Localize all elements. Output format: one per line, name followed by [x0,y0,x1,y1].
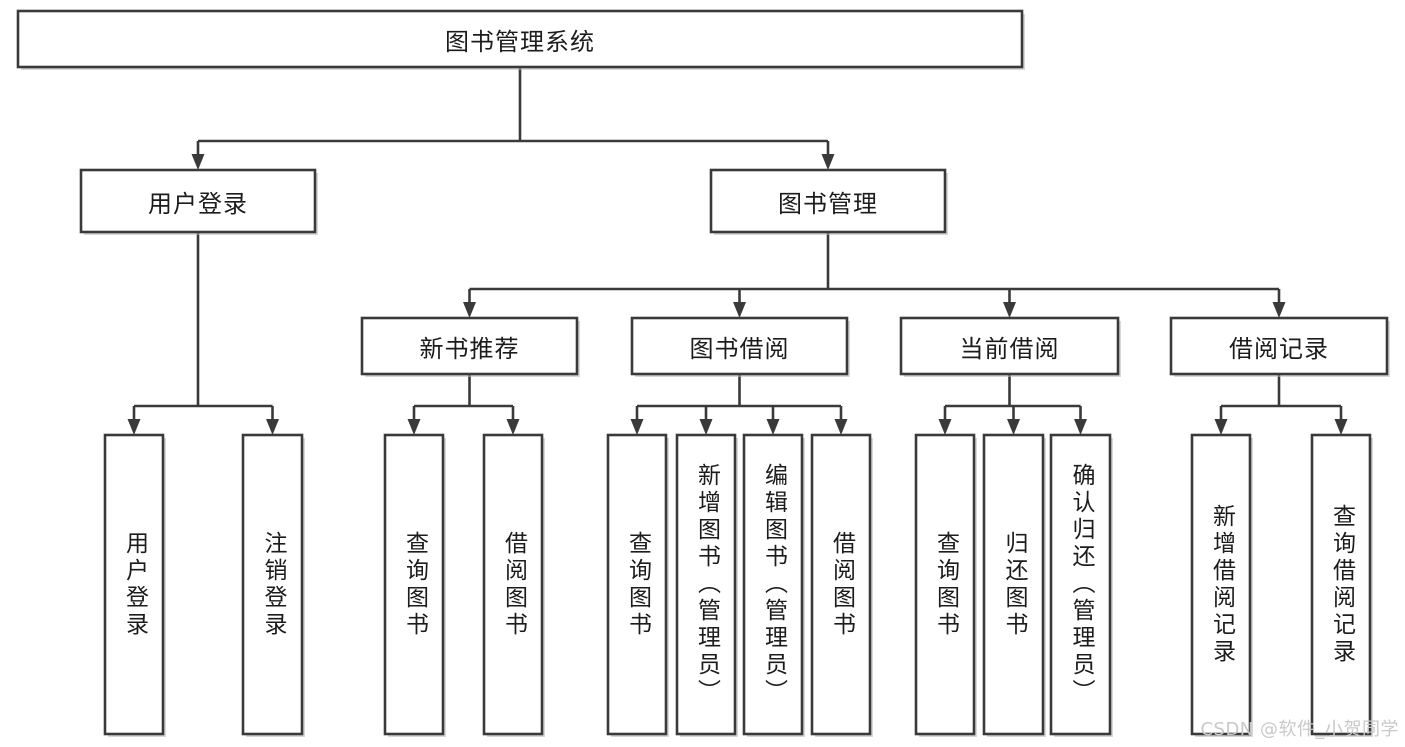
node-box-book-borrow[interactable] [630,316,849,376]
edge-group-borrow-record [1214,374,1348,435]
node-box-leaf-borrow-book[interactable] [810,433,872,736]
node-box-layer [16,9,1390,737]
edge-arrowhead [1214,419,1228,435]
edge-arrowhead [821,154,835,170]
edge-arrowhead [733,302,746,318]
node-box-leaf-borrow-book-rec[interactable] [482,433,544,736]
edge-group-root [191,67,835,170]
node-box-leaf-confirm-return[interactable] [1049,433,1112,736]
node-box-leaf-logout[interactable] [241,433,304,736]
node-box-leaf-query-book-rec[interactable] [383,433,445,736]
node-box-leaf-user-login[interactable] [103,433,165,736]
edge-arrowhead [630,419,644,435]
node-box-book-manage[interactable] [709,168,947,234]
edge-group-new-book-recommend [407,374,520,435]
edge-arrowhead [699,419,713,435]
node-box-leaf-query-book-current[interactable] [914,433,976,736]
node-box-current-borrow[interactable] [899,316,1120,376]
node-box-leaf-query-borrow-record[interactable] [1310,433,1372,736]
edge-arrowhead [1003,302,1016,318]
edge-arrowhead [1272,302,1286,318]
edge-group-book-borrow [630,374,848,435]
node-box-leaf-add-borrow-record[interactable] [1190,433,1252,736]
node-box-new-book-recommend[interactable] [360,316,579,376]
edge-arrowhead [127,419,141,435]
edge-arrowhead [407,419,421,435]
edge-group-current-borrow [938,374,1087,435]
node-box-leaf-query-book-borrow[interactable] [606,433,668,736]
edge-arrowhead [1074,419,1087,435]
edge-arrowhead [938,419,952,435]
edge-arrowhead [834,419,848,435]
node-box-user-login[interactable] [79,168,317,234]
edge-arrowhead [1334,419,1348,435]
node-box-leaf-return-book[interactable] [982,433,1045,736]
node-box-leaf-add-book[interactable] [675,433,737,736]
edge-arrowhead [191,154,205,170]
edge-arrowhead [463,302,476,318]
edge-arrowhead [506,419,520,435]
node-box-borrow-record[interactable] [1169,316,1389,376]
edge-group-user-login [127,232,279,435]
edge-arrowhead [266,419,279,435]
node-box-root[interactable] [16,9,1024,69]
edge-arrowhead [1007,419,1020,435]
connector-layer [127,67,1348,435]
watermark-text: CSDN @软件_小贺同学 [1200,719,1399,740]
edge-arrowhead [766,419,780,435]
edge-group-book-manage [463,232,1286,318]
node-box-leaf-edit-book[interactable] [742,433,804,736]
